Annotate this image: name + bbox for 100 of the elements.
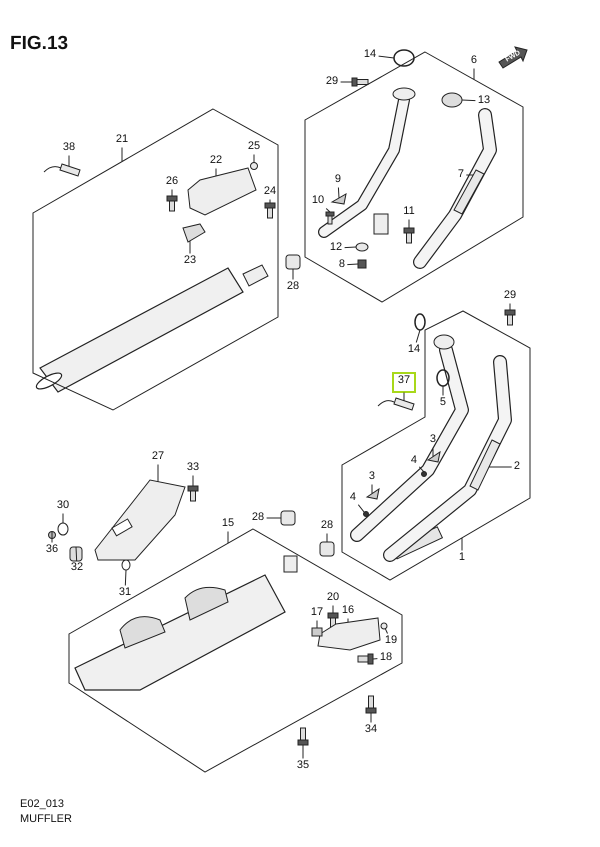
callout-number: 29 <box>501 288 519 304</box>
gasket-ring <box>393 49 415 67</box>
leader-line <box>346 264 358 266</box>
callout-number: 27 <box>149 450 167 464</box>
callout-number: 29 <box>323 74 341 90</box>
leader-line <box>488 466 512 468</box>
callout-number: 22 <box>207 154 225 168</box>
callout-number: 35 <box>294 758 312 774</box>
callout-number: 3 <box>428 432 438 448</box>
drawing-code: E02_013 <box>20 797 66 812</box>
collar <box>122 560 130 570</box>
callout-number: 10 <box>309 194 327 208</box>
assembly-outline <box>68 528 403 773</box>
leader-line <box>462 100 476 102</box>
callout-number: 28 <box>284 280 302 294</box>
callout-number: 20 <box>324 590 342 606</box>
callout-number: 17 <box>308 606 326 620</box>
callout-number: 18 <box>377 650 395 666</box>
leader-line <box>338 187 340 198</box>
callout-number: 13 <box>475 94 493 108</box>
leader-line <box>418 466 425 473</box>
callout-number: 38 <box>60 140 78 156</box>
leader-line <box>416 330 420 343</box>
leader-line <box>76 546 78 561</box>
callout-number: 1 <box>456 550 468 566</box>
leader-line <box>62 513 64 524</box>
assembly-outline <box>304 51 524 303</box>
callout-number: 11 <box>400 204 418 220</box>
callout-number: 16 <box>339 604 357 618</box>
leader-line <box>326 208 330 212</box>
bolt <box>504 310 516 326</box>
leader-line <box>332 605 334 614</box>
nut <box>358 260 366 268</box>
leader-line <box>466 174 474 176</box>
callout-number: 32 <box>68 560 86 576</box>
callout-number: 34 <box>362 722 380 738</box>
muffler-guard <box>317 617 381 651</box>
screw <box>326 212 334 224</box>
leader-line <box>124 570 126 586</box>
callout-number: 15 <box>219 516 237 532</box>
oxygen-sensor <box>44 163 81 177</box>
bolt <box>404 228 414 244</box>
callout-number: 14 <box>405 342 423 358</box>
rubber-cap <box>356 242 368 252</box>
callout-number: 3 <box>366 470 378 484</box>
pipe-clamp <box>436 369 450 387</box>
leader-line <box>370 712 372 723</box>
heat-shield <box>187 167 257 216</box>
leader-line <box>292 268 294 280</box>
pipe-heat-shield <box>469 439 501 491</box>
callout-number: 7 <box>456 168 466 182</box>
bolt <box>366 696 376 714</box>
callout-number: 24 <box>261 184 279 200</box>
callout-number: 8 <box>336 258 348 272</box>
callout-number: 4 <box>348 490 358 506</box>
callout-number: 14 <box>361 48 379 62</box>
grommet <box>250 162 258 170</box>
leader-line <box>358 504 365 513</box>
washer <box>58 522 68 536</box>
rubber-cushion <box>280 510 296 526</box>
section-name: MUFFLER <box>20 812 72 827</box>
callout-number: 28 <box>249 510 267 526</box>
bolt <box>166 196 178 212</box>
leader-line <box>442 386 444 396</box>
clip <box>366 488 380 500</box>
assembly-outline <box>32 108 279 411</box>
leader-line <box>316 620 318 628</box>
leader-line <box>192 475 194 486</box>
callout-number: 19 <box>382 634 400 648</box>
rubber-cushion <box>320 542 334 556</box>
callout-number: 21 <box>113 132 131 148</box>
clip <box>330 193 347 205</box>
pipe-heat-shield <box>453 169 485 215</box>
leader-line <box>378 56 394 58</box>
callout-number: 31 <box>116 586 134 600</box>
callout-number: 28 <box>318 518 336 534</box>
callout-number: 6 <box>468 54 480 68</box>
callout-number: 33 <box>184 460 202 476</box>
clip <box>426 450 441 463</box>
screw-head <box>363 511 369 517</box>
callout-number: 36 <box>43 542 61 558</box>
leader-line <box>326 533 328 542</box>
pipe-clamp <box>442 92 462 108</box>
bracket <box>94 479 186 560</box>
grommet <box>380 622 388 630</box>
gasket-ring <box>414 313 426 331</box>
leader-line <box>372 658 378 660</box>
bracket <box>182 223 206 243</box>
callout-number: 23 <box>181 254 199 268</box>
rubber-cushion <box>286 254 300 270</box>
oxygen-sensor <box>378 397 415 411</box>
bushing <box>70 546 82 562</box>
bolt <box>358 654 374 664</box>
figure-title: FIG.13 <box>10 34 68 53</box>
callout-number: 12 <box>327 240 345 256</box>
leader-line <box>408 219 410 228</box>
bolt <box>188 486 198 502</box>
leader-line <box>344 246 356 248</box>
bolt <box>264 202 276 218</box>
clamp-bracket <box>312 628 322 636</box>
